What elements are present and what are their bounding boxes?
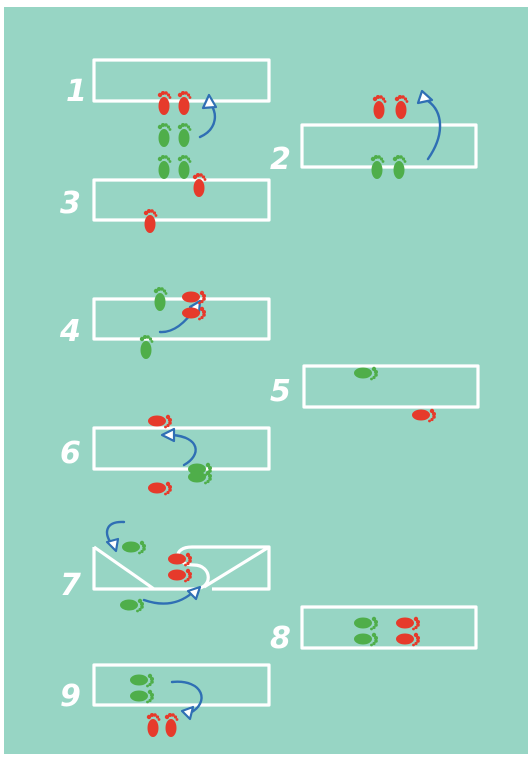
step-number-8: 8	[270, 621, 291, 656]
footprint-green-pair	[157, 123, 192, 147]
footprint-red-single	[412, 408, 436, 423]
step-number-9: 9	[60, 679, 81, 714]
footprint-red-single	[148, 414, 172, 429]
diagram-board: 1 2 3 4 5 6 7 8 9	[4, 7, 528, 754]
footprint-green-pair	[130, 673, 154, 704]
step-number-2: 2	[270, 142, 291, 177]
footprint-green-single	[120, 598, 144, 613]
footprint-green-single	[354, 366, 378, 381]
step-box-3	[92, 178, 271, 222]
arrow-step-9	[170, 680, 203, 721]
step-number-7: 7	[60, 568, 81, 603]
footprint-green-pair	[370, 155, 407, 179]
footprint-red-pair	[157, 91, 192, 115]
footprint-green-single	[153, 287, 168, 311]
arrow-step-7-top	[105, 520, 126, 553]
step-number-3: 3	[60, 186, 81, 221]
step-box-4	[92, 297, 271, 341]
footprint-red-pair	[372, 95, 409, 119]
step-box-7	[92, 545, 271, 591]
arrow-step-2	[416, 89, 442, 161]
footprint-red-pair	[182, 290, 206, 321]
footprints-layer	[120, 91, 436, 737]
arrow-step-7-bottom	[142, 585, 202, 605]
footprint-red-single	[148, 481, 172, 496]
footprint-green-single	[122, 540, 146, 555]
footprint-red-pair	[146, 713, 179, 737]
footprint-green-pair	[188, 462, 212, 485]
step-number-4: 4	[59, 314, 81, 349]
footprint-green-pair	[354, 616, 378, 647]
arrow-step-1	[198, 93, 218, 139]
step-number-5: 5	[270, 374, 291, 409]
step-box-9	[92, 663, 271, 707]
step-box-2	[300, 123, 478, 169]
step-box-5	[302, 364, 480, 409]
step-number-6: 6	[60, 436, 81, 471]
step-number-1: 1	[66, 74, 87, 109]
step-box-6	[92, 426, 271, 471]
footprint-green-pair	[157, 155, 192, 179]
footprint-red-single	[143, 209, 158, 233]
footprint-red-single	[192, 173, 207, 197]
footprint-red-pair	[168, 552, 192, 583]
arrow-step-6	[160, 427, 197, 467]
steps-diagram: 1 2 3 4 5 6 7 8 9	[59, 58, 480, 737]
footprint-red-pair	[396, 616, 420, 647]
footprint-green-single	[139, 335, 154, 359]
step-box-8	[300, 605, 478, 650]
